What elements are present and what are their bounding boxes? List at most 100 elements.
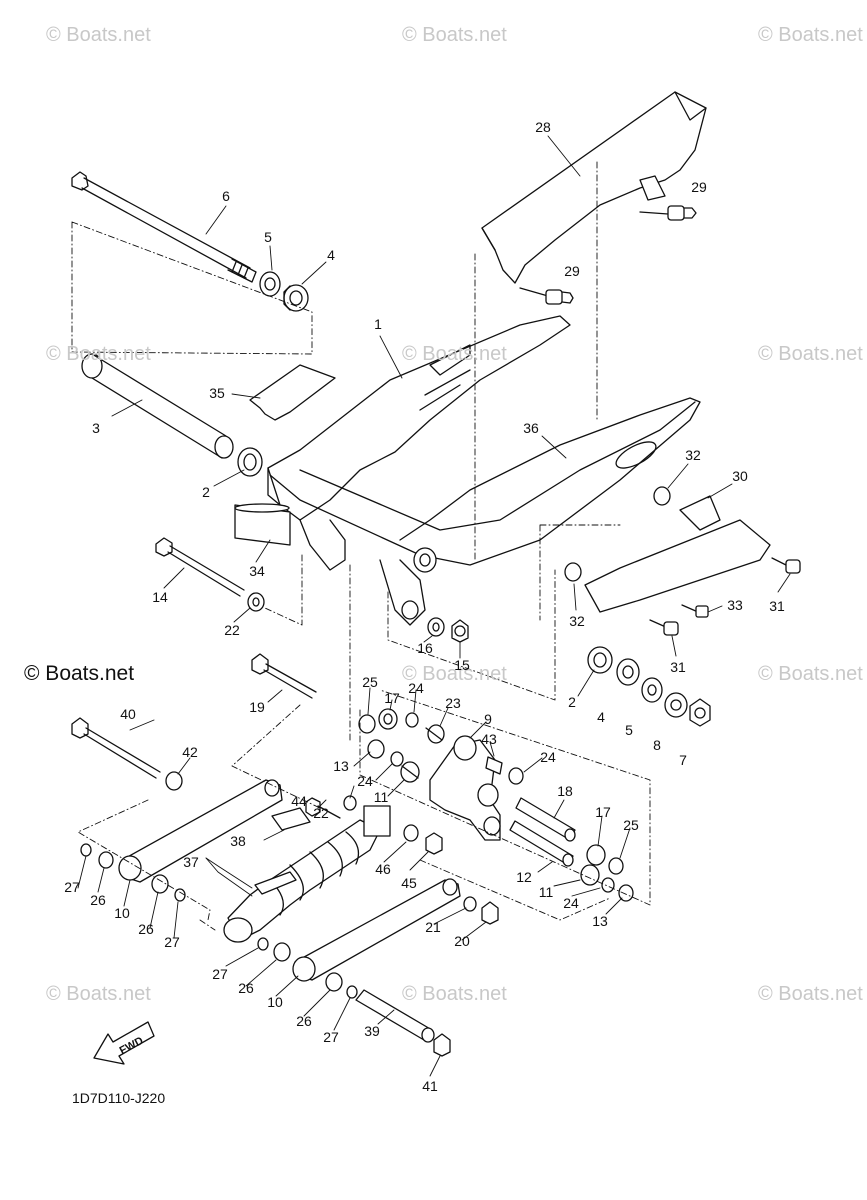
callout: 24 xyxy=(540,749,556,765)
bearing-17-b xyxy=(586,844,606,866)
watermark: © Boats.net xyxy=(46,24,151,46)
callout: 25 xyxy=(362,674,378,690)
washer-21 xyxy=(463,896,477,912)
collar-26-d xyxy=(325,972,343,992)
callout: 8 xyxy=(653,737,661,753)
callout: 17 xyxy=(384,690,400,706)
callout: 35 xyxy=(209,385,225,401)
watermark: © Boats.net xyxy=(402,343,507,365)
relay-arm-9 xyxy=(429,735,501,841)
callout: 38 xyxy=(230,833,246,849)
callout: 26 xyxy=(138,921,154,937)
bolt-29-b xyxy=(519,287,574,305)
pipe-3 xyxy=(81,353,234,459)
bolt-14 xyxy=(155,537,245,597)
bolt-33 xyxy=(681,604,709,618)
callout: 20 xyxy=(454,933,470,949)
washer-5 xyxy=(259,271,281,297)
callout: 10 xyxy=(267,994,283,1010)
callout: 45 xyxy=(401,875,417,891)
callout: 32 xyxy=(685,447,701,463)
collar-26-c xyxy=(273,942,291,962)
callout: 13 xyxy=(333,758,349,774)
sheet-35 xyxy=(249,364,336,421)
shock-absorber-37 xyxy=(223,805,391,943)
diagram-code: 1D7D110-J220 xyxy=(72,1090,166,1106)
callout: 27 xyxy=(64,879,80,895)
watermark: © Boats.net xyxy=(758,663,863,685)
callout: 5 xyxy=(625,722,633,738)
callout: 44 xyxy=(291,793,307,809)
collar-26-a xyxy=(98,851,114,869)
callout: 40 xyxy=(120,706,136,722)
oring-27-a xyxy=(80,843,92,857)
callout: 3 xyxy=(92,420,100,436)
bolt-31-a xyxy=(771,557,801,574)
callout: 22 xyxy=(224,622,240,638)
callout: 43 xyxy=(481,731,497,747)
bolt-40 xyxy=(71,717,161,779)
callout: 16 xyxy=(417,640,433,656)
callout: 27 xyxy=(164,934,180,950)
callout: 36 xyxy=(523,420,539,436)
collar-13-b xyxy=(618,884,634,902)
washer-8 xyxy=(664,692,688,718)
collar-43 xyxy=(485,756,503,775)
callout: 11 xyxy=(538,884,554,900)
seal-24-c xyxy=(390,751,404,767)
callout: 17 xyxy=(595,804,611,820)
callout: 31 xyxy=(670,659,686,675)
bearing-17 xyxy=(378,708,398,730)
collar-18 xyxy=(515,797,576,842)
washer-46 xyxy=(403,824,419,842)
collar-4-b xyxy=(616,658,640,686)
callout: 18 xyxy=(557,783,573,799)
watermark: © Boats.net xyxy=(758,983,863,1005)
callout: 19 xyxy=(249,699,265,715)
bearing-2-b xyxy=(587,646,613,674)
label-38 xyxy=(271,807,311,831)
callout: 23 xyxy=(445,695,461,711)
callout: 6 xyxy=(222,188,230,204)
bearing-2 xyxy=(237,447,263,477)
callout: 24 xyxy=(408,680,424,696)
connecting-rod-10-b xyxy=(292,878,461,982)
seal-24-b xyxy=(508,767,524,785)
watermark: © Boats.net xyxy=(402,663,507,685)
washer-16 xyxy=(427,617,445,637)
seal-24-a xyxy=(405,712,419,728)
watermark: © Boats.net xyxy=(46,343,151,365)
oring-27-d xyxy=(346,985,358,999)
callout: 11 xyxy=(373,789,389,805)
callout: 7 xyxy=(679,752,687,768)
callout: 4 xyxy=(327,247,335,263)
collar-4 xyxy=(283,284,309,312)
callout: 1 xyxy=(374,316,382,332)
bolt-44 xyxy=(305,797,341,819)
callout: 29 xyxy=(564,263,580,279)
callout: 34 xyxy=(249,563,265,579)
nut-7 xyxy=(689,698,711,727)
bolt-29-a xyxy=(639,205,697,221)
callout: 31 xyxy=(769,598,785,614)
collar-25-b xyxy=(608,857,624,875)
callout: 30 xyxy=(732,468,748,484)
callout: 27 xyxy=(212,966,228,982)
chain-case xyxy=(481,91,707,284)
seal-24-d xyxy=(601,877,615,893)
brand-copyright: © Boats.net xyxy=(24,662,135,685)
callout: 42 xyxy=(182,744,198,760)
callout: 15 xyxy=(454,657,470,673)
watermark: © Boats.net xyxy=(402,24,507,46)
callout: 24 xyxy=(563,895,579,911)
washer-42 xyxy=(165,771,183,791)
callout: 5 xyxy=(264,229,272,245)
callout: 37 xyxy=(183,854,199,870)
oring-27-c xyxy=(257,937,269,951)
watermark: © Boats.net xyxy=(758,343,863,365)
callout: 4 xyxy=(597,709,605,725)
callout: 9 xyxy=(484,711,492,727)
washer-5-b xyxy=(641,677,663,703)
bearing-11-a xyxy=(400,761,420,783)
